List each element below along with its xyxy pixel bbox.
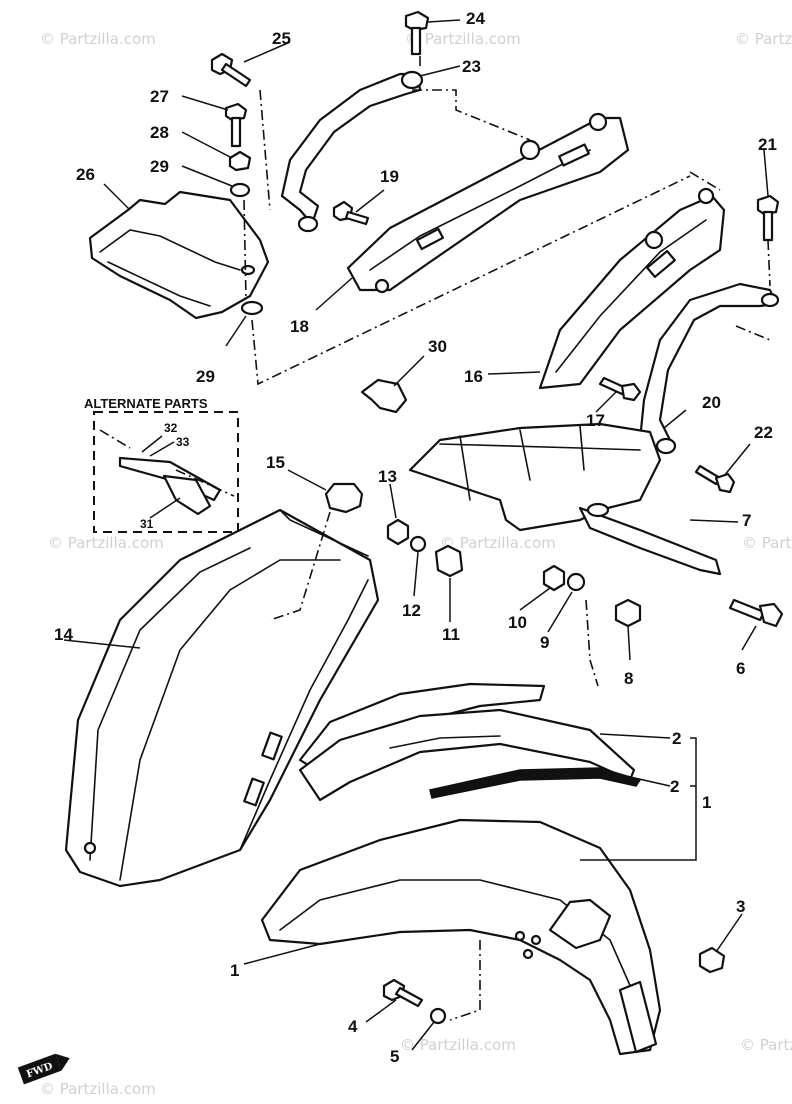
callout-9: 9 <box>540 633 549 652</box>
watermark-bottom-right: © Partzilla.com <box>740 1036 792 1054</box>
callout-28: 28 <box>150 123 169 142</box>
assembly-lines <box>243 56 771 1021</box>
callout-17: 17 <box>586 411 605 430</box>
callout-23: 23 <box>462 57 481 76</box>
callout-1: 1 <box>702 793 711 812</box>
watermark-top-left: © Partzilla.com <box>40 30 156 48</box>
part-11-collar <box>434 544 464 578</box>
callout-8: 8 <box>624 669 633 688</box>
callout-26: 26 <box>76 165 95 184</box>
alternate-parts-title: ALTERNATE PARTS <box>84 396 208 411</box>
part-23-grab-bar <box>280 70 424 233</box>
leader-lines <box>63 19 769 1051</box>
part-8-collar <box>614 598 642 628</box>
part-21-bolt <box>756 194 780 242</box>
callout-29-upper: 29 <box>150 157 169 176</box>
watermark-top-right: © Partzilla.com <box>735 30 792 48</box>
part-26-cover <box>88 190 270 320</box>
watermark-bottom-left: © Partzilla.com <box>40 1080 156 1098</box>
callout-24: 24 <box>466 9 485 28</box>
part-1-front-fender <box>260 682 662 1056</box>
callout-13: 13 <box>378 467 397 486</box>
part-29-washer-upper <box>229 182 251 198</box>
callout-10: 10 <box>508 613 527 632</box>
part-12-washer <box>409 535 427 553</box>
part-5-washer <box>429 1007 447 1025</box>
part-28-nut <box>228 150 252 172</box>
part-19-bolt <box>332 200 370 226</box>
part-14-rear-fender <box>64 508 380 888</box>
part-22-bolt <box>694 464 736 494</box>
part-15-grommet <box>324 482 364 514</box>
part-18-stay <box>346 112 630 294</box>
part-29-washer-lower <box>240 300 264 316</box>
part-27-bolt <box>224 102 248 148</box>
callout-2-lower: 2 <box>670 777 679 796</box>
part-3-bolt <box>698 946 726 974</box>
part-20-grab-bar <box>638 282 780 455</box>
callout-1-lower: 1 <box>230 961 239 980</box>
watermark-mid-center: © Partzilla.com <box>440 534 556 552</box>
callout-7: 7 <box>742 511 751 530</box>
callout-2-upper: 2 <box>672 729 681 748</box>
part-17-bolt <box>598 376 642 402</box>
part-13-nut <box>386 518 410 546</box>
callout-29-lower: 29 <box>196 367 215 386</box>
part-25-bolt <box>210 52 252 88</box>
callout-27: 27 <box>150 87 169 106</box>
part-16-stay <box>538 187 726 390</box>
fwd-indicator: FWD <box>17 1053 70 1085</box>
callout-5: 5 <box>390 1047 399 1066</box>
part-4-bolt <box>382 978 424 1008</box>
callout-3: 3 <box>736 897 745 916</box>
callout-12: 12 <box>402 601 421 620</box>
callout-21: 21 <box>758 135 777 154</box>
part-24-bolt <box>404 10 430 56</box>
callout-32: 32 <box>164 421 178 435</box>
callout-18: 18 <box>290 317 309 336</box>
callout-4: 4 <box>348 1017 358 1036</box>
callout-14: 14 <box>54 625 73 644</box>
callout-20: 20 <box>702 393 721 412</box>
callout-15: 15 <box>266 453 285 472</box>
callout-33: 33 <box>176 435 190 449</box>
callout-31: 31 <box>140 517 154 531</box>
callout-22: 22 <box>754 423 773 442</box>
part-7-bracket <box>408 422 722 576</box>
watermark-top-center: © Partzilla.com <box>405 30 521 48</box>
callout-11: 11 <box>442 625 460 644</box>
callout-6: 6 <box>736 659 745 678</box>
watermark-mid-left: © Partzilla.com <box>48 534 164 552</box>
alternate-parts-box <box>93 411 239 533</box>
watermarks: © Partzilla.com © Partzilla.com © Partzi… <box>40 30 792 1098</box>
callout-19: 19 <box>380 167 399 186</box>
watermark-bottom-center: © Partzilla.com <box>400 1036 516 1054</box>
part-10-nut <box>542 564 566 592</box>
part-30-clip <box>360 378 408 414</box>
callout-numbers: 1 1 2 2 3 4 5 6 7 8 9 10 11 12 13 14 15 … <box>54 9 777 1066</box>
callout-30: 30 <box>428 337 447 356</box>
part-6-bolt <box>728 598 784 628</box>
watermark-mid-right: © Partzilla.com <box>742 534 792 552</box>
alternate-parts-labels: ALTERNATE PARTS 32 33 31 <box>84 396 208 531</box>
callout-16: 16 <box>464 367 483 386</box>
part-9-washer <box>566 572 586 592</box>
callout-25: 25 <box>272 29 291 48</box>
